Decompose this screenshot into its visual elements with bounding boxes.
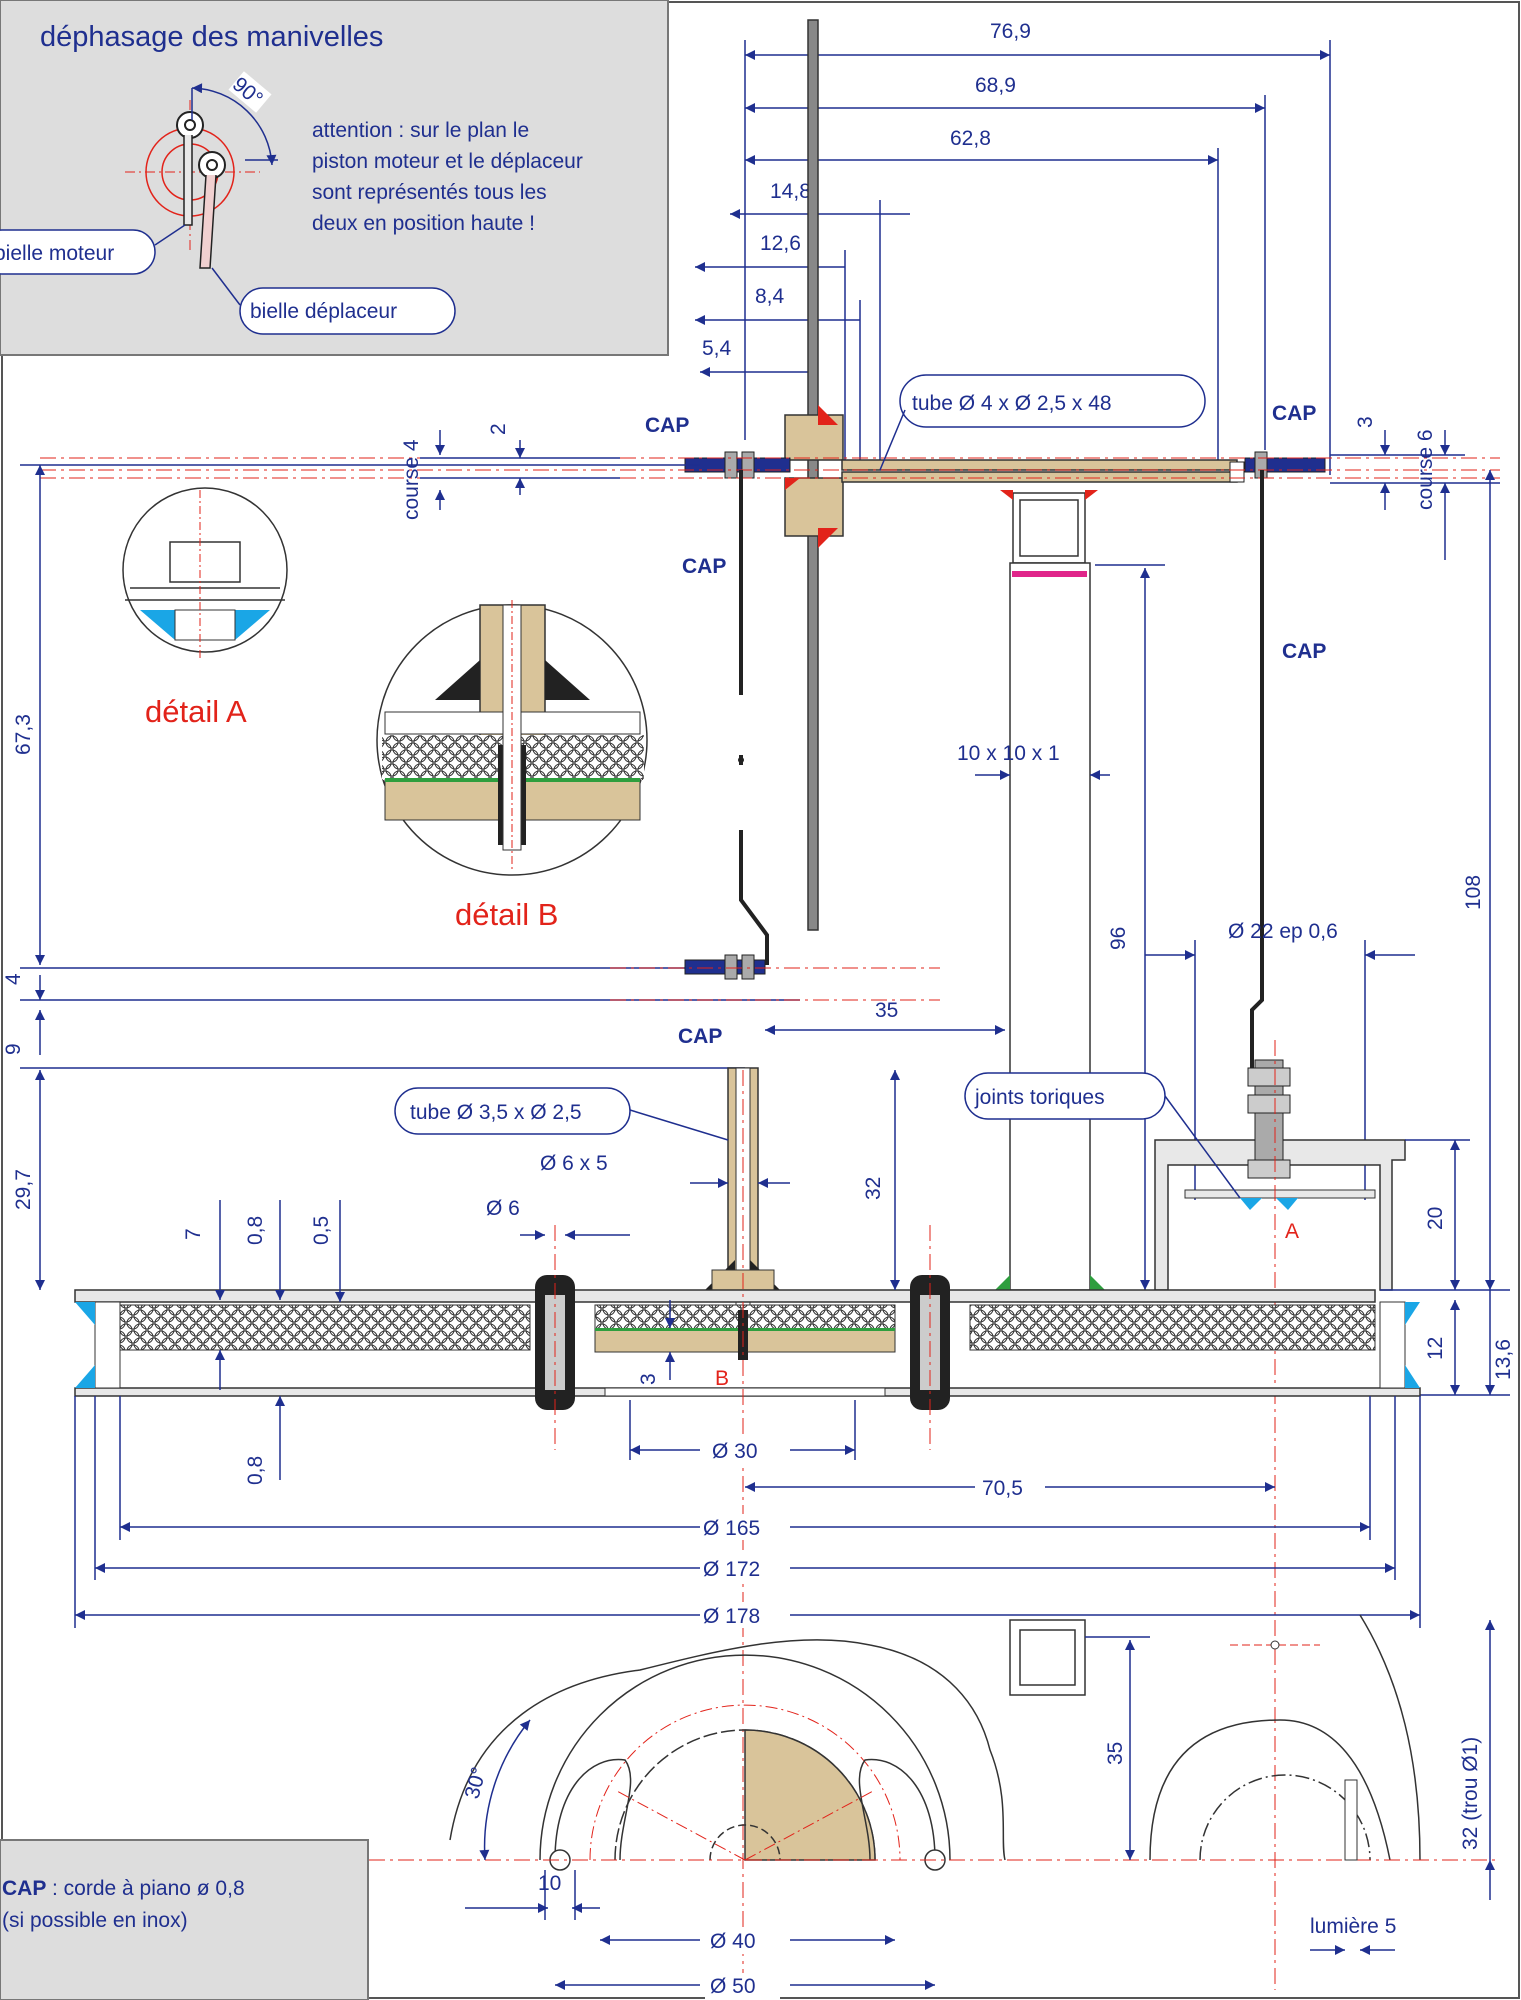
- dim-3-bottom: 3: [637, 1373, 660, 1385]
- dim-12-6: 12,6: [760, 232, 801, 255]
- dim-0-8: 0,8: [244, 1216, 267, 1245]
- dim-phi-30: Ø 30: [712, 1440, 758, 1463]
- dim-0-8-bottom: 0,8: [244, 1456, 267, 1485]
- label-bielle-deplaceur: bielle déplaceur: [250, 300, 397, 323]
- dim-76-9: 76,9: [990, 20, 1031, 43]
- dim-phi-165: Ø 165: [703, 1517, 760, 1540]
- dim-67-3: 67,3: [12, 714, 35, 755]
- dim-8-4: 8,4: [755, 285, 785, 308]
- dim-6x5: Ø 6 x 5: [540, 1152, 608, 1175]
- dim-35: 35: [875, 999, 898, 1022]
- cap-label-1: CAP: [645, 414, 689, 437]
- cap-label-2: CAP: [682, 555, 726, 578]
- dim-course-4: course 4: [400, 439, 423, 520]
- cap-label-3: CAP: [1272, 402, 1316, 425]
- crank-phasing-inset: déphasage des manivelles 90° attention :…: [0, 0, 669, 356]
- dim-4: 4: [2, 973, 25, 985]
- legend-term: CAP: [2, 1877, 46, 1900]
- dim-phi-6: Ø 6: [486, 1197, 520, 1220]
- displacer-cylinder: [74, 1225, 1421, 1450]
- power-piston: [1154, 1059, 1406, 1291]
- dim-12: 12: [1424, 1337, 1447, 1360]
- dim-29-7: 29,7: [12, 1169, 35, 1210]
- top-dimensions: [695, 40, 1331, 475]
- dim-phi-50: Ø 50: [710, 1975, 756, 1998]
- point-a-label: A: [1285, 1220, 1299, 1243]
- dim-14-8: 14,8: [770, 180, 811, 203]
- square-tube-column: [995, 490, 1105, 1291]
- dim-20: 20: [1424, 1207, 1447, 1230]
- legend-text: : corde à piano ø 0,8: [52, 1877, 245, 1900]
- dim-32: 32: [862, 1177, 885, 1200]
- dim-30-deg: 30°: [461, 1765, 491, 1802]
- cap-label-4: CAP: [1282, 640, 1326, 663]
- detail-a: [122, 487, 288, 660]
- cap-label-5: CAP: [678, 1025, 722, 1048]
- dim-phi-40: Ø 40: [710, 1930, 756, 1953]
- inset-note-line-2: piston moteur et le déplaceur: [312, 150, 583, 173]
- dim-2: 2: [487, 423, 510, 435]
- support-plate: [784, 19, 844, 931]
- legend-box: CAP : corde à piano ø 0,8 (si possible e…: [0, 1839, 369, 2000]
- callout-o-rings: joints toriques: [974, 1086, 1105, 1109]
- detail-b: [376, 600, 648, 876]
- dim-108: 108: [1462, 875, 1485, 910]
- dim-9: 9: [2, 1043, 25, 1055]
- callout-tube-bottom: tube Ø 3,5 x Ø 2,5: [410, 1101, 582, 1124]
- legend-text-2: (si possible en inox): [2, 1909, 188, 1932]
- bottom-view: [340, 1614, 1500, 1871]
- dim-course-6: course 6: [1414, 429, 1437, 510]
- detail-a-label: détail A: [145, 694, 247, 729]
- dim-32-hole: 32 (trou Ø1): [1459, 1737, 1482, 1850]
- point-b-label: B: [715, 1367, 729, 1390]
- top-crankshaft: [40, 451, 1500, 1070]
- dim-10: 10: [538, 1872, 561, 1895]
- dim-disc: Ø 22 ep 0,6: [1228, 920, 1338, 943]
- callout-tube-top: tube Ø 4 x Ø 2,5 x 48: [912, 392, 1112, 415]
- dim-13-6: 13,6: [1492, 1339, 1515, 1380]
- inset-note-line-1: attention : sur le plan le: [312, 119, 529, 142]
- dim-3: 3: [1354, 416, 1377, 428]
- dim-phi-172: Ø 172: [703, 1558, 760, 1581]
- dim-62-8: 62,8: [950, 127, 991, 150]
- label-bielle-moteur: bielle moteur: [0, 242, 114, 265]
- dim-phi-178: Ø 178: [703, 1605, 760, 1628]
- dim-35-bottom: 35: [1104, 1742, 1127, 1765]
- dim-70-5: 70,5: [982, 1477, 1023, 1500]
- inset-title: déphasage des manivelles: [40, 21, 383, 53]
- dim-slot: lumière 5: [1310, 1915, 1396, 1938]
- dim-square-tube: 10 x 10 x 1: [957, 742, 1060, 765]
- dim-7: 7: [182, 1228, 205, 1240]
- dim-68-9: 68,9: [975, 74, 1016, 97]
- course-dims: [420, 430, 1500, 560]
- inset-note-line-4: deux en position haute !: [312, 212, 535, 235]
- dim-96: 96: [1107, 927, 1130, 950]
- dim-0-5: 0,5: [310, 1216, 333, 1245]
- inset-note-line-3: sont représentés tous les: [312, 181, 547, 204]
- detail-b-label: détail B: [455, 897, 558, 932]
- dim-5-4: 5,4: [702, 337, 732, 360]
